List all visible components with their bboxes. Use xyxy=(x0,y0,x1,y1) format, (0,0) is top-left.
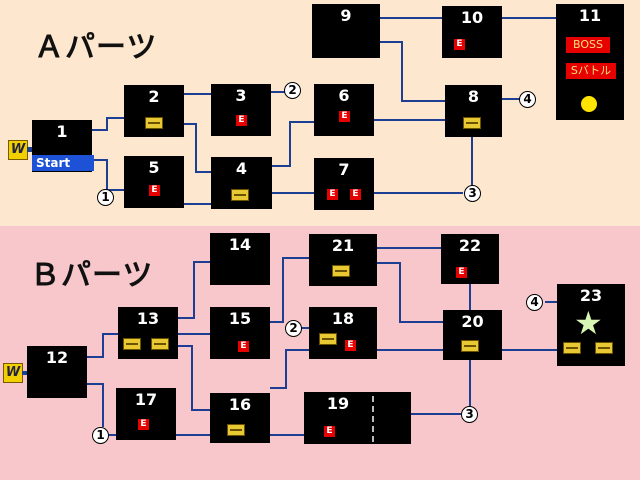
wire-12-c1 xyxy=(87,383,104,427)
wire-1-2 xyxy=(91,117,124,131)
room-number: 3 xyxy=(235,86,247,105)
room-5: 5 E xyxy=(124,156,184,208)
room-number: 8 xyxy=(467,87,480,106)
room-21: 21 xyxy=(309,234,377,286)
room-number: 1 xyxy=(56,122,68,141)
enemy-icon: E xyxy=(345,340,356,351)
room-number: 22 xyxy=(458,236,482,255)
chest-icon xyxy=(123,338,141,350)
room-number: 14 xyxy=(228,235,252,254)
room-4: 4 xyxy=(211,157,272,209)
room-number: 9 xyxy=(340,6,352,25)
room-number: 15 xyxy=(228,309,252,328)
room-18: 18 E xyxy=(309,307,377,359)
chest-icon xyxy=(332,265,350,277)
room-16: 16 xyxy=(210,393,270,443)
room-19: 19 E xyxy=(304,392,411,444)
wire-13-16 xyxy=(178,345,210,411)
connector-4-b: 4 xyxy=(526,294,543,311)
room-6: 6 E xyxy=(314,84,374,136)
chest-icon xyxy=(231,189,249,201)
enemy-icon: E xyxy=(138,419,149,430)
room-number: 23 xyxy=(579,286,603,305)
connector-2-b: 2 xyxy=(285,320,302,337)
room-13: 13 xyxy=(118,307,178,359)
room-number: 10 xyxy=(460,8,484,27)
room-15: 15 E xyxy=(210,307,270,359)
warp-link xyxy=(27,147,33,152)
enemy-icon: E xyxy=(324,426,335,437)
room-8: 8 xyxy=(445,85,502,137)
room-3: 3 E xyxy=(211,84,271,136)
warp-link xyxy=(22,371,28,375)
room-14: 14 xyxy=(210,233,270,285)
wire-21-20 xyxy=(377,262,443,323)
part-b-title: Ｂパーツ xyxy=(30,258,154,293)
room-number: 19 xyxy=(326,394,350,413)
room-number: 13 xyxy=(136,309,160,328)
room-number: 7 xyxy=(338,160,350,179)
room-number: 17 xyxy=(134,390,158,409)
connector-1-b: 1 xyxy=(92,427,109,444)
room-10: 10 E xyxy=(442,6,502,58)
enemy-icon: E xyxy=(456,267,467,278)
connector-3-b: 3 xyxy=(461,406,478,423)
wire-13-14 xyxy=(178,261,210,319)
connector-1-a: 1 xyxy=(97,189,114,206)
wire-15-21 xyxy=(270,257,309,323)
room-17: 17 E xyxy=(116,388,176,440)
boss-label: BOSS xyxy=(566,37,610,53)
room-9: 9 xyxy=(312,4,380,58)
room-number: 6 xyxy=(338,86,350,105)
warp-icon: W xyxy=(8,140,28,160)
chest-icon xyxy=(227,424,245,436)
room-number: 11 xyxy=(578,6,602,25)
part-a-title: Ａパーツ xyxy=(34,30,158,65)
chest-icon xyxy=(319,333,337,345)
room-number: 12 xyxy=(45,348,69,367)
wire-4-6 xyxy=(272,121,314,167)
star-icon: ★ xyxy=(574,304,603,342)
wire-9-8 xyxy=(380,41,445,102)
room-number: 4 xyxy=(235,159,248,178)
chest-icon xyxy=(595,342,613,354)
wire-12-13 xyxy=(87,333,120,358)
enemy-icon: E xyxy=(454,39,465,50)
room-2: 2 xyxy=(124,85,184,137)
enemy-icon: E xyxy=(327,189,338,200)
chest-icon xyxy=(461,340,479,352)
enemy-icon: E xyxy=(350,189,361,200)
chest-icon xyxy=(145,117,163,129)
chest-icon xyxy=(463,117,481,129)
room-20: 20 xyxy=(443,310,502,360)
enemy-icon: E xyxy=(149,185,160,196)
room-number: 20 xyxy=(461,312,484,331)
room-number: 5 xyxy=(148,158,160,177)
connector-4-a: 4 xyxy=(519,91,536,108)
start-label: Start xyxy=(32,155,94,171)
connector-3-a: 3 xyxy=(464,185,481,202)
chest-icon xyxy=(563,342,581,354)
room-number: 2 xyxy=(148,87,160,106)
wire-2-4 xyxy=(184,123,211,173)
room-number: 21 xyxy=(331,236,355,255)
warp-icon: W xyxy=(3,363,23,383)
room-number: 16 xyxy=(228,395,252,414)
room-19-divider xyxy=(372,396,374,442)
enemy-icon: E xyxy=(339,111,350,122)
connector-2-a: 2 xyxy=(284,82,301,99)
room-22: 22 E xyxy=(441,234,499,284)
room-12: 12 xyxy=(27,346,87,398)
s-battle-label: Sバトル xyxy=(566,63,616,79)
chest-icon xyxy=(151,338,169,350)
room-23: 23 xyxy=(557,284,625,366)
enemy-icon: E xyxy=(236,115,247,126)
wire-16-18 xyxy=(270,349,309,389)
smiley-icon xyxy=(581,96,597,112)
room-number: 18 xyxy=(331,309,355,328)
enemy-icon: E xyxy=(238,341,249,352)
room-7: 7 E E xyxy=(314,158,374,210)
